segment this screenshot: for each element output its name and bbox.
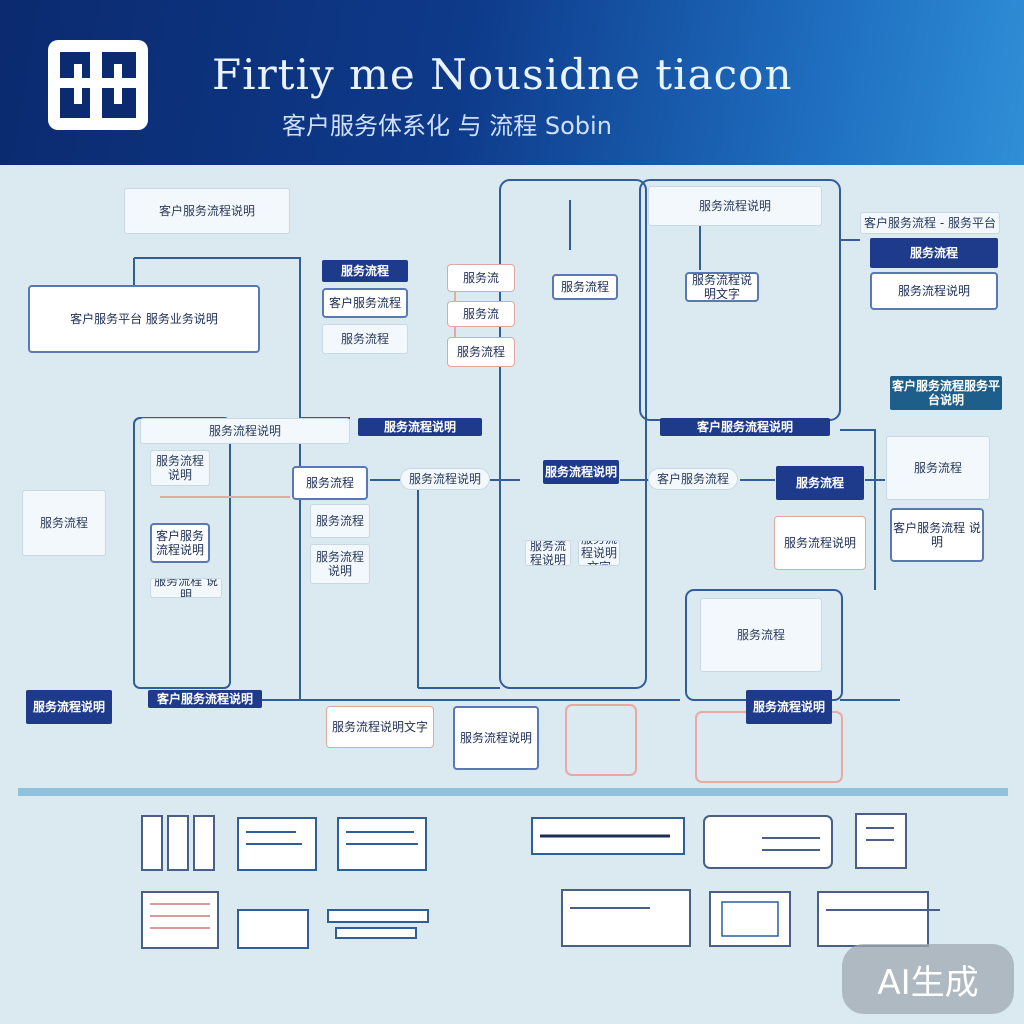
checklist-icon <box>531 817 685 855</box>
node-top-center: 服务流程说明 <box>648 186 822 226</box>
node-flow-5: 服务流程 <box>776 466 864 500</box>
node-step-header-1: 服务流程 <box>322 260 408 282</box>
page-title: Firtiy me Nousidne tiacon <box>212 50 793 99</box>
document-icon <box>337 817 427 871</box>
node-col-3: 服务流程 说明 <box>150 578 222 598</box>
node-flow-3: 服务流程说明 <box>543 460 619 484</box>
header-banner: Firtiy me Nousidne tiacon 客户服务体系化 与 流程 S… <box>0 0 1024 165</box>
node-right-top: 客户服务流程 - 服务平台 <box>860 212 1000 234</box>
card-icon <box>703 815 833 869</box>
node-step-b: 服务流程说明 <box>310 544 370 584</box>
node-left-side: 服务流程 <box>22 490 106 556</box>
node-mini-2: 服务流 <box>447 301 515 327</box>
page-subtitle: 客户服务体系化 与 流程 Sobin <box>282 112 612 140</box>
node-col-1: 服务流程说明 <box>150 450 210 486</box>
node-center-1: 服务流程 <box>552 274 618 300</box>
ai-generated-badge: AI生成 <box>842 944 1014 1014</box>
node-box-detail: 服务流程 <box>700 598 822 672</box>
node-intro-note: 客户服务流程说明 <box>124 188 290 234</box>
folder-icon <box>817 891 940 947</box>
node-step-a: 服务流程 <box>310 504 370 538</box>
node-flow-2: 服务流程说明 <box>400 468 490 490</box>
node-right-3: 客户服务流程服务平台说明 <box>890 376 1002 410</box>
clipboard-icon <box>855 813 907 869</box>
node-right-header: 服务流程 <box>870 238 998 268</box>
node-mid-bar-2: 客户服务流程说明 <box>660 418 830 436</box>
node-mini-1: 服务流 <box>447 264 515 292</box>
document-icon <box>237 817 317 871</box>
node-col-2: 客户服务流程说明 <box>150 523 210 563</box>
server-rack-icon <box>141 891 219 949</box>
node-right-mid: 服务流程说明 <box>774 516 866 570</box>
node-bottom-1: 服务流程说明文字 <box>326 706 434 748</box>
node-flow-1: 服务流程 <box>292 466 368 500</box>
node-mid-bar-1: 服务流程说明 <box>358 418 482 436</box>
window-icon <box>561 889 691 947</box>
node-mid-left-header: 服务流程说明 <box>140 418 350 444</box>
node-step-1b: 服务流程 <box>322 324 408 354</box>
logo-icon <box>48 40 148 130</box>
node-flow-6: 服务流程 <box>886 436 990 500</box>
node-flow-4: 客户服务流程 <box>648 468 738 490</box>
node-bottom-left: 服务流程说明 <box>26 690 112 724</box>
node-right-mid-2: 客户服务流程 说明 <box>890 508 984 562</box>
node-right-2: 服务流程说明 <box>870 272 998 310</box>
node-bottom-bar: 客户服务流程说明 <box>148 690 262 708</box>
form-icon <box>237 909 429 949</box>
node-mini-3: 服务流程 <box>447 337 515 367</box>
node-step-d: 服务流程说明文字 <box>578 540 620 566</box>
node-center-2: 服务流程说明文字 <box>685 272 759 302</box>
node-step-1: 客户服务流程 <box>322 288 408 318</box>
node-bottom-2: 服务流程说明 <box>453 706 539 770</box>
document-stack-icon <box>141 815 215 871</box>
node-step-c: 服务流程说明 <box>525 540 571 566</box>
node-bottom-3: 服务流程说明 <box>746 690 832 724</box>
node-service-overview: 客户服务平台 服务业务说明 <box>28 285 260 353</box>
monitor-icon <box>709 891 791 947</box>
